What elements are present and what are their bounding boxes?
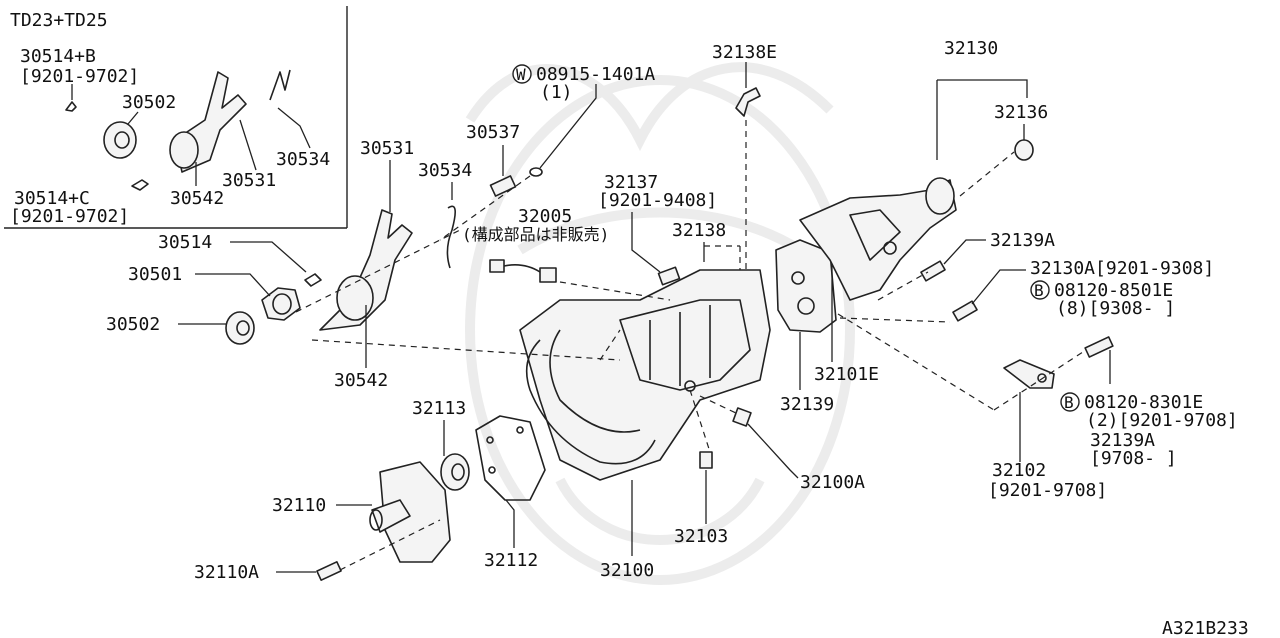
label-32101e: 32101E bbox=[814, 364, 879, 385]
label-32130a: 32130A[9201-9308] bbox=[1030, 258, 1214, 279]
main-labels: 30531 30534 30537 W 08915-1401A (1) 3213… bbox=[106, 38, 1249, 638]
label-30542: 30542 bbox=[334, 370, 388, 391]
label-32005: 32005 bbox=[518, 206, 572, 227]
bracket-32138 bbox=[703, 242, 741, 270]
label-32137-range: [9201-9408] bbox=[598, 190, 717, 211]
seal-32113 bbox=[440, 420, 470, 491]
label-32137: 32137 bbox=[604, 172, 658, 193]
label-32005-note: (構成部品は非販売) bbox=[462, 225, 609, 244]
spring-30534 bbox=[446, 182, 456, 269]
cover-32110 bbox=[336, 461, 451, 563]
seal-32136 bbox=[1014, 124, 1034, 161]
label-08915-circle: W bbox=[516, 65, 526, 84]
piston-30501 bbox=[195, 273, 301, 321]
label-30537: 30537 bbox=[466, 122, 520, 143]
bracket-32102 bbox=[1003, 359, 1055, 462]
gasket-32112 bbox=[475, 415, 546, 548]
bolt-32110a bbox=[276, 561, 342, 581]
w-circle-icon bbox=[512, 64, 532, 84]
bolt-08120-8301e bbox=[1084, 336, 1114, 384]
assembly-lines bbox=[295, 120, 1087, 571]
label-08915-qty: (1) bbox=[540, 82, 573, 103]
label-32139a-b-range: [9708- ] bbox=[1090, 448, 1177, 469]
label-30514c-range: [9201-9702] bbox=[10, 206, 129, 227]
label-32136: 32136 bbox=[994, 102, 1048, 123]
label-08120-8301e: 08120-8301E bbox=[1084, 392, 1203, 413]
label-32100a: 32100A bbox=[800, 472, 865, 493]
diagram-code: A321B233 bbox=[1162, 618, 1249, 638]
label-30514: 30514 bbox=[158, 232, 212, 253]
pin-32137 bbox=[631, 212, 681, 286]
label-32103: 32103 bbox=[674, 526, 728, 547]
b-circle-icon-8301 bbox=[1060, 392, 1080, 412]
watermark-emblem bbox=[465, 62, 855, 585]
label-32102-range: [9201-9708] bbox=[988, 480, 1107, 501]
label-32139a-b: 32139A bbox=[1090, 430, 1155, 451]
clip-30514 bbox=[230, 241, 322, 287]
bolt-08120-8501e bbox=[952, 269, 1026, 322]
label-08120-8501-circle: B bbox=[1034, 281, 1044, 300]
label-08120-8301e-qty: (2)[9201-9708] bbox=[1086, 410, 1238, 431]
label-32112: 32112 bbox=[484, 550, 538, 571]
label-32110: 32110 bbox=[272, 495, 326, 516]
adapter-32139 bbox=[775, 239, 837, 390]
label-32139a: 32139A bbox=[990, 230, 1055, 251]
bolt-32139a-top bbox=[920, 239, 986, 282]
label-inset-30502: 30502 bbox=[122, 92, 176, 113]
label-30534: 30534 bbox=[418, 160, 472, 181]
label-30514b: 30514+B bbox=[20, 46, 96, 67]
label-32138e: 32138E bbox=[712, 42, 777, 63]
label-inset-30531: 30531 bbox=[222, 170, 276, 191]
label-32102: 32102 bbox=[992, 460, 1046, 481]
label-08915: 08915-1401A bbox=[536, 64, 655, 85]
label-32110a: 32110A bbox=[194, 562, 259, 583]
fork-30531 bbox=[319, 160, 413, 331]
label-32138: 32138 bbox=[672, 220, 726, 241]
inset-labels: TD23+TD25 30514+B [9201-9702] 30502 3053… bbox=[10, 10, 330, 227]
b-circle-icon-8501 bbox=[1030, 280, 1050, 300]
label-32130: 32130 bbox=[944, 38, 998, 59]
label-08120-8301-circle: B bbox=[1064, 393, 1074, 412]
inset-frame bbox=[4, 6, 348, 229]
inset-parts bbox=[65, 69, 311, 191]
label-08120-8501e: 08120-8501E bbox=[1054, 280, 1173, 301]
plug-32103 bbox=[699, 451, 713, 524]
label-32100: 32100 bbox=[600, 560, 654, 581]
label-32139: 32139 bbox=[780, 394, 834, 415]
harness-32005 bbox=[489, 259, 557, 283]
label-30531: 30531 bbox=[360, 138, 414, 159]
label-30514b-range: [9201-9702] bbox=[20, 66, 139, 87]
case-32100 bbox=[519, 269, 771, 556]
bearing-30502 bbox=[178, 311, 255, 345]
label-30502: 30502 bbox=[106, 314, 160, 335]
extension-32130 bbox=[799, 79, 1028, 301]
inset-title: TD23+TD25 bbox=[10, 10, 108, 31]
label-inset-30542: 30542 bbox=[170, 188, 224, 209]
sensor-32138e bbox=[735, 62, 761, 117]
bolt-30537 bbox=[489, 145, 517, 197]
label-inset-30534: 30534 bbox=[276, 149, 330, 170]
label-08120-8501e-qty: (8)[9308- ] bbox=[1056, 298, 1175, 319]
label-32113: 32113 bbox=[412, 398, 466, 419]
label-30514c: 30514+C bbox=[14, 188, 90, 209]
plug-32100a bbox=[732, 407, 799, 479]
washer-08915 bbox=[529, 84, 597, 177]
label-30501: 30501 bbox=[128, 264, 182, 285]
